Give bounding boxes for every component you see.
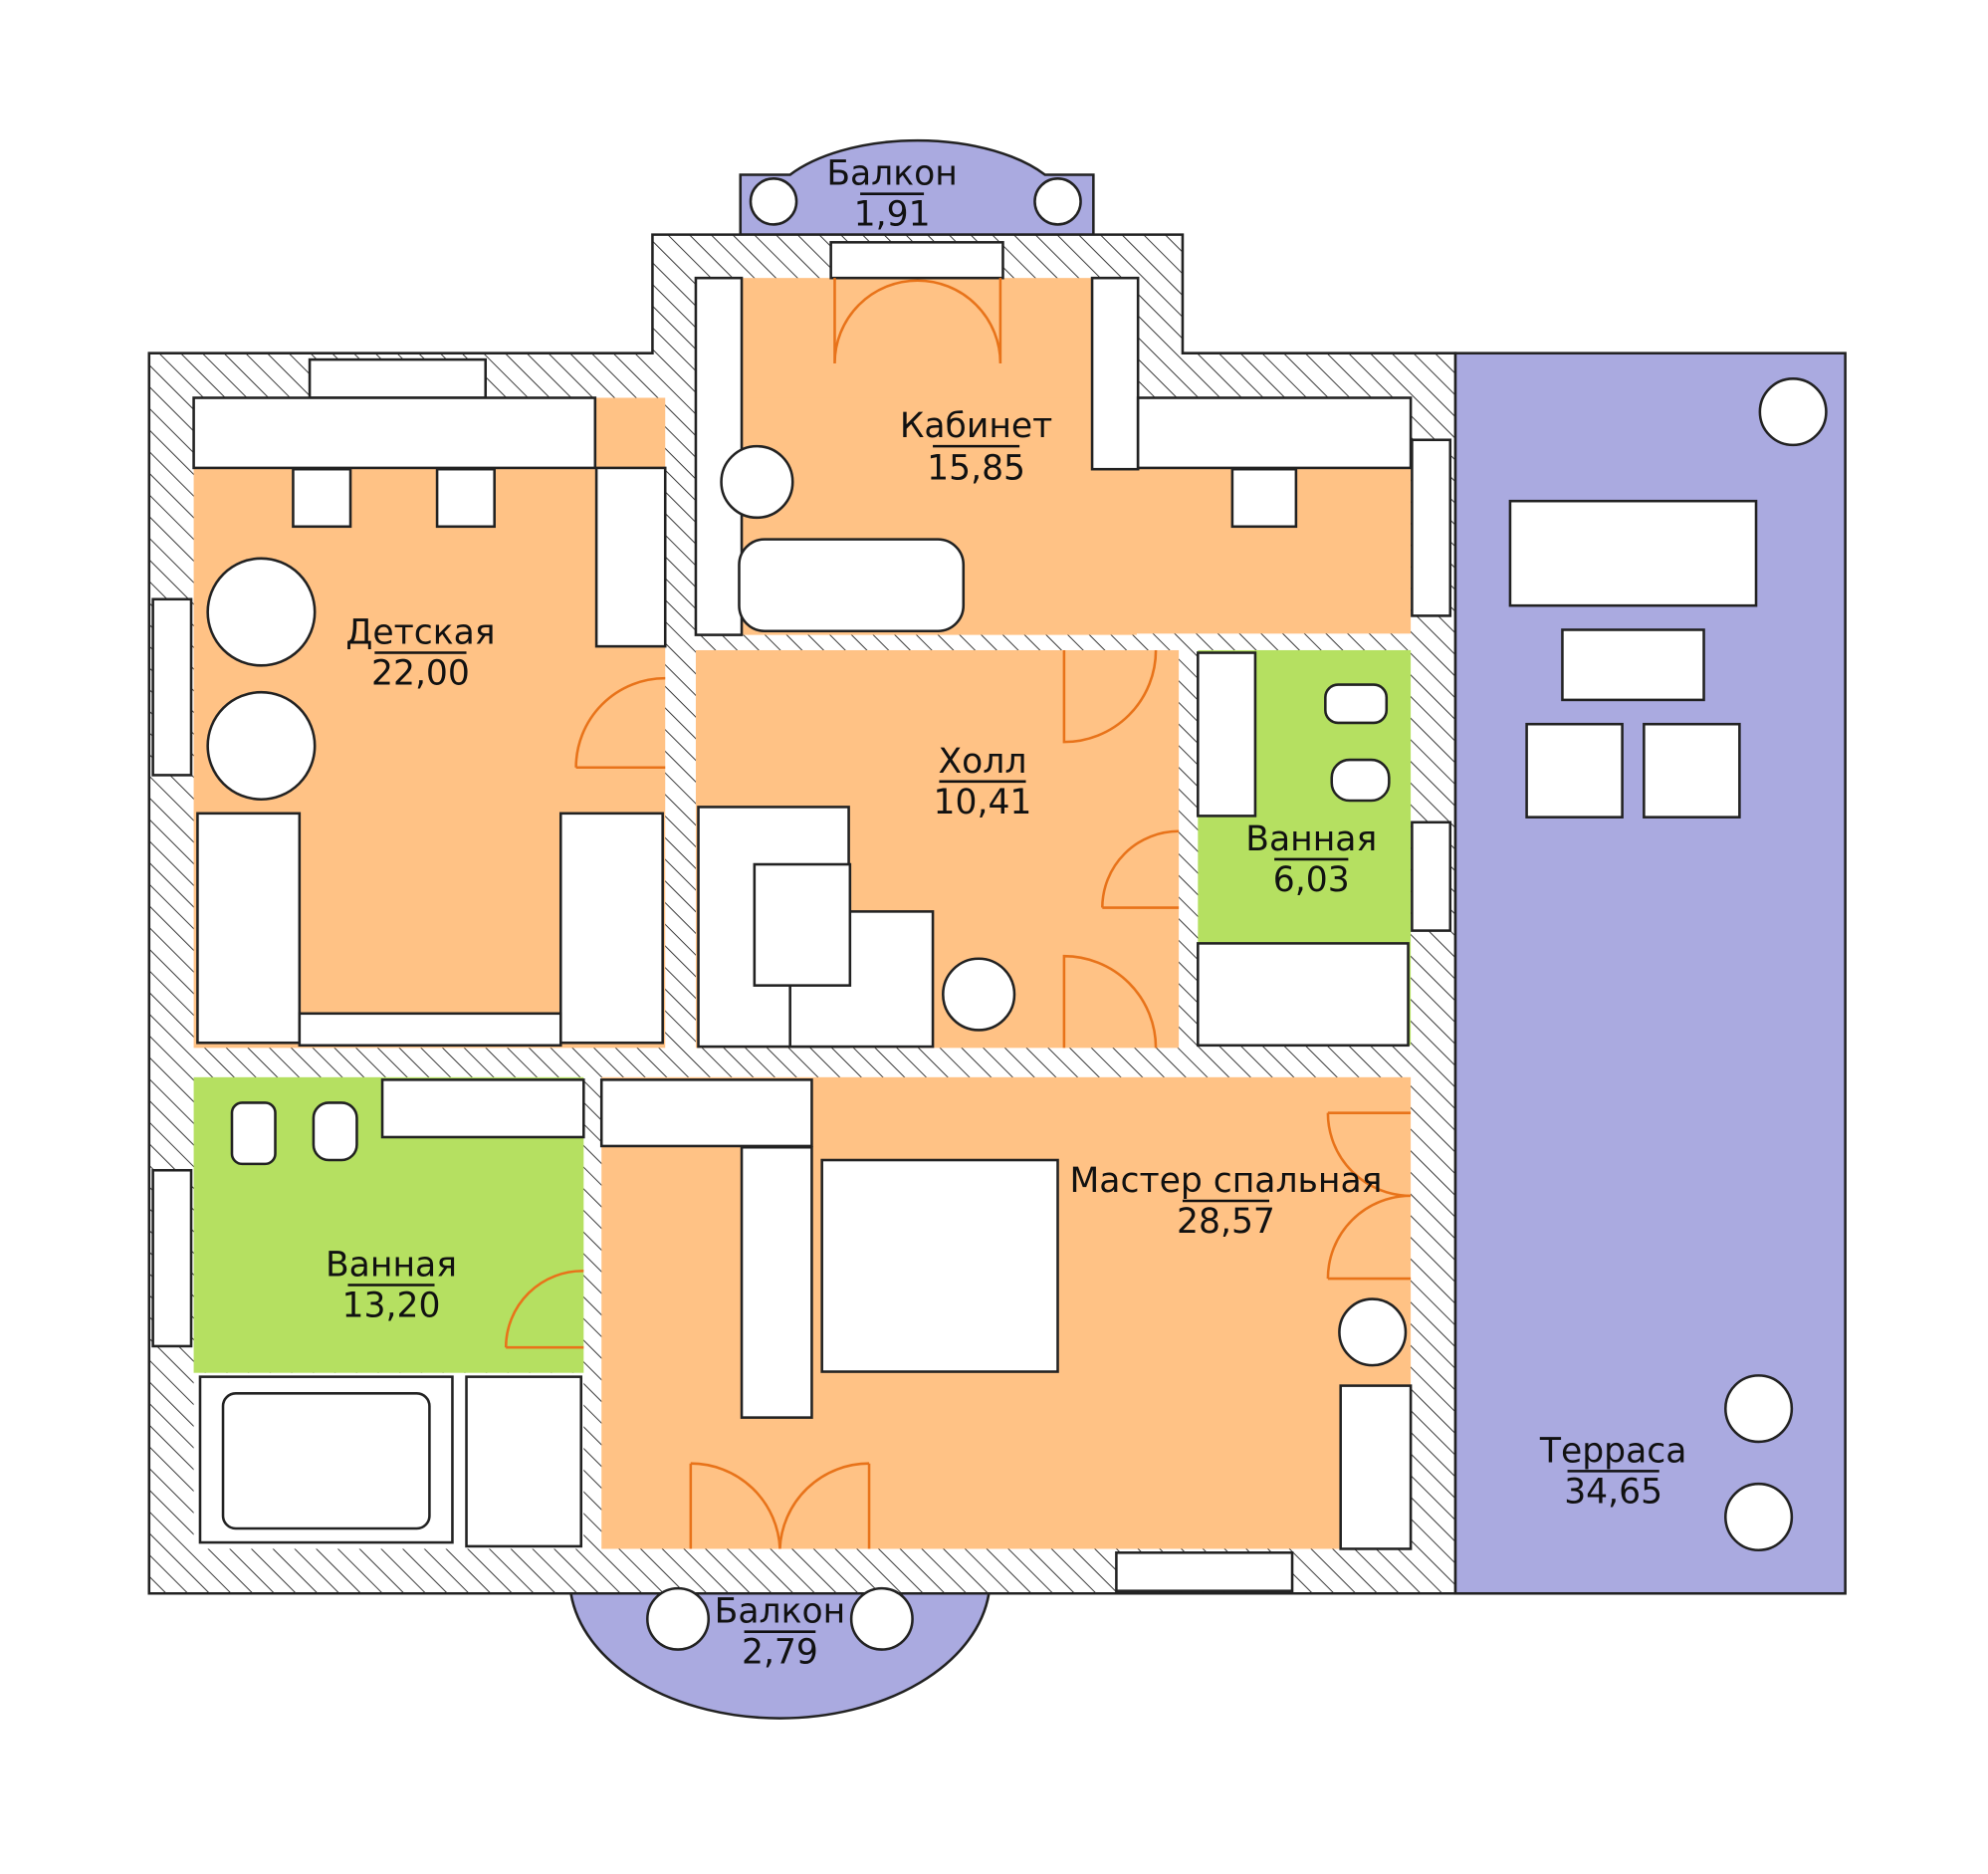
door-study[interactable] xyxy=(1062,649,1158,744)
double-bed xyxy=(820,1158,1059,1373)
outdoor-sofa xyxy=(1508,499,1758,607)
plant-icon xyxy=(1758,377,1828,447)
armchair xyxy=(1643,722,1741,819)
room-name: Ванная xyxy=(1245,820,1377,859)
room-area: 1,91 xyxy=(854,195,931,235)
shelf xyxy=(1090,276,1140,471)
armchair xyxy=(1525,722,1624,819)
window xyxy=(308,357,488,399)
label-hall: Холл 10,41 xyxy=(934,742,1032,822)
label-bath-small: Ванная 6,03 xyxy=(1245,820,1377,900)
round-chair xyxy=(206,690,317,802)
chair xyxy=(435,467,496,529)
toilet xyxy=(230,1101,277,1166)
room-name: Ванная xyxy=(326,1246,457,1286)
outdoor-table xyxy=(1561,628,1705,702)
wardrobe xyxy=(740,1145,813,1419)
window xyxy=(1115,1551,1294,1592)
label-terrace: Терраса 34,65 xyxy=(1539,1431,1687,1512)
label-bath-large: Ванная 13,20 xyxy=(326,1246,457,1326)
wardrobe xyxy=(594,466,667,648)
label-balcony-top: Балкон 1,91 xyxy=(826,154,958,235)
room-name: Мастер спальная xyxy=(1069,1161,1382,1201)
label-kids: Детская 22,00 xyxy=(345,613,495,694)
desk xyxy=(1136,396,1413,470)
sink xyxy=(1197,651,1257,818)
window xyxy=(1411,438,1452,617)
bidet xyxy=(312,1101,358,1162)
plant-icon xyxy=(1724,1374,1794,1444)
chair xyxy=(292,467,352,529)
balcony-top xyxy=(739,138,1095,236)
chair xyxy=(1230,467,1298,529)
bidet xyxy=(1330,758,1391,803)
plant-icon xyxy=(1033,177,1082,226)
door-balcony[interactable] xyxy=(833,278,1002,363)
room-name: Балкон xyxy=(826,154,958,194)
bed xyxy=(196,812,302,1045)
double-sink xyxy=(380,1078,585,1139)
room-name: Холл xyxy=(938,742,1026,782)
window xyxy=(829,241,1004,280)
room-area: 10,41 xyxy=(934,783,1032,822)
shower xyxy=(465,1375,583,1548)
table xyxy=(720,444,794,520)
door-terrace[interactable] xyxy=(1326,1111,1412,1281)
dresser xyxy=(1339,1384,1413,1550)
door-master[interactable] xyxy=(1062,954,1158,1049)
door-kids[interactable] xyxy=(574,676,666,770)
plant-icon xyxy=(942,957,1016,1032)
door-bath[interactable] xyxy=(1101,829,1180,909)
room-name: Балкон xyxy=(715,1592,846,1632)
room-area: 6,03 xyxy=(1273,860,1350,900)
toilet xyxy=(1324,683,1389,725)
bathtub xyxy=(1197,942,1410,1048)
room-area: 28,57 xyxy=(1177,1202,1275,1242)
door-balcony-bottom[interactable] xyxy=(689,1462,871,1549)
door-bath-large[interactable] xyxy=(504,1270,584,1349)
balcony-chair xyxy=(646,1586,711,1651)
wardrobe xyxy=(599,1078,813,1148)
window xyxy=(151,1168,193,1348)
room-name: Детская xyxy=(345,613,495,653)
plant-icon xyxy=(1724,1482,1794,1552)
label-study: Кабинет 15,85 xyxy=(900,406,1052,488)
window xyxy=(151,597,193,777)
plant-icon xyxy=(749,177,798,226)
sofa xyxy=(738,538,966,633)
cabinet xyxy=(298,1012,562,1048)
bed xyxy=(558,812,664,1045)
room-area: 22,00 xyxy=(371,654,470,694)
room-area: 13,20 xyxy=(342,1286,441,1325)
room-name: Кабинет xyxy=(900,406,1052,446)
room-area: 34,65 xyxy=(1564,1472,1662,1512)
room-area: 15,85 xyxy=(927,448,1025,488)
desk xyxy=(192,396,597,470)
room-name: Терраса xyxy=(1539,1431,1687,1471)
window xyxy=(1411,820,1452,932)
label-master: Мастер спальная 28,57 xyxy=(1069,1161,1382,1242)
round-chair xyxy=(206,557,317,667)
room-area: 2,79 xyxy=(742,1633,818,1673)
label-balcony-bottom: Балкон 2,79 xyxy=(715,1592,846,1673)
staircase-core xyxy=(753,862,852,987)
bathtub-inner xyxy=(221,1392,431,1530)
balcony-chair xyxy=(849,1586,914,1651)
plant-icon xyxy=(1338,1297,1408,1367)
